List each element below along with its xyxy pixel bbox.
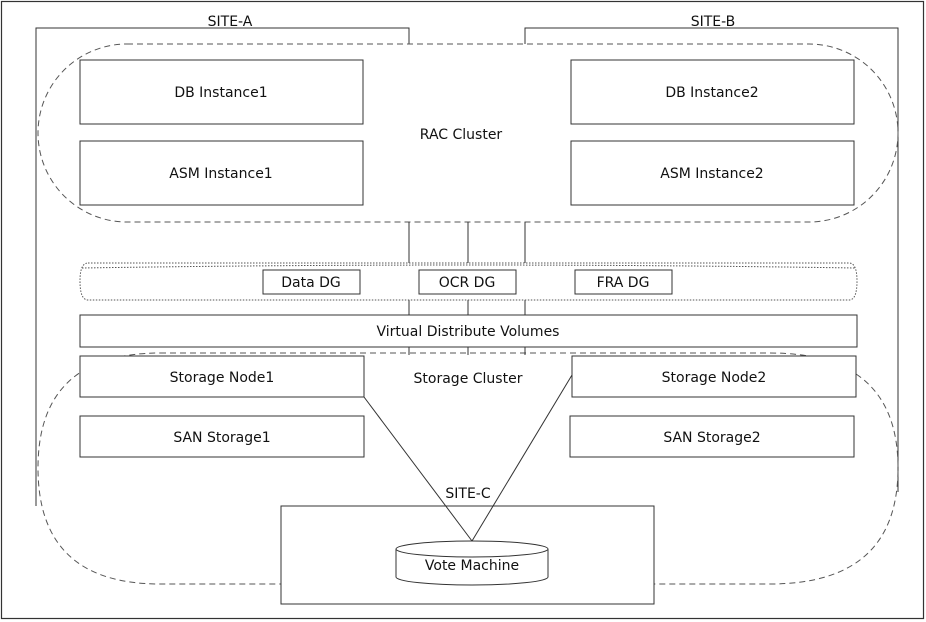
vote-link-node1: [363, 396, 473, 542]
site-c-label: SITE-C: [445, 486, 490, 502]
virtual-volumes-box: Virtual Distribute Volumes: [79, 314, 858, 348]
vote-machine-label: Vote Machine: [425, 558, 519, 574]
virtual-volumes-label: Virtual Distribute Volumes: [377, 324, 560, 340]
storage-cluster-boundary: [37, 352, 899, 585]
storage-node1-box: Storage Node1: [79, 355, 365, 398]
vote-machine: Vote Machine: [395, 540, 549, 586]
data-dg-box: Data DG: [262, 269, 361, 295]
rac-cluster-label: RAC Cluster: [420, 127, 503, 143]
db-instance1-label: DB Instance1: [174, 85, 267, 101]
db-instance1-box: DB Instance1: [79, 59, 364, 125]
ocr-dg-label: OCR DG: [439, 275, 496, 291]
fra-dg-box: FRA DG: [574, 269, 673, 295]
site-b-label: SITE-B: [691, 14, 736, 30]
storage-node2-label: Storage Node2: [662, 370, 767, 386]
asm-instance1-label: ASM Instance1: [169, 166, 272, 182]
storage-cluster-label: Storage Cluster: [414, 371, 523, 387]
db-instance2-box: DB Instance2: [570, 59, 855, 125]
asm-instance1-box: ASM Instance1: [79, 140, 364, 206]
san-storage2-box: SAN Storage2: [569, 415, 855, 458]
san-storage2-label: SAN Storage2: [663, 430, 760, 446]
san-storage1-box: SAN Storage1: [79, 415, 365, 458]
data-dg-label: Data DG: [281, 275, 341, 291]
fra-dg-label: FRA DG: [597, 275, 650, 291]
storage-node2-box: Storage Node2: [571, 355, 857, 398]
db-instance2-label: DB Instance2: [665, 85, 758, 101]
site-a-region: [35, 27, 410, 506]
asm-instance2-label: ASM Instance2: [660, 166, 763, 182]
site-a-label: SITE-A: [208, 14, 253, 30]
site-b-region: [524, 27, 899, 492]
san-storage1-label: SAN Storage1: [173, 430, 270, 446]
storage-node1-label: Storage Node1: [170, 370, 275, 386]
vote-link-node2: [471, 374, 573, 542]
ocr-dg-box: OCR DG: [418, 269, 517, 295]
asm-instance2-box: ASM Instance2: [570, 140, 855, 206]
